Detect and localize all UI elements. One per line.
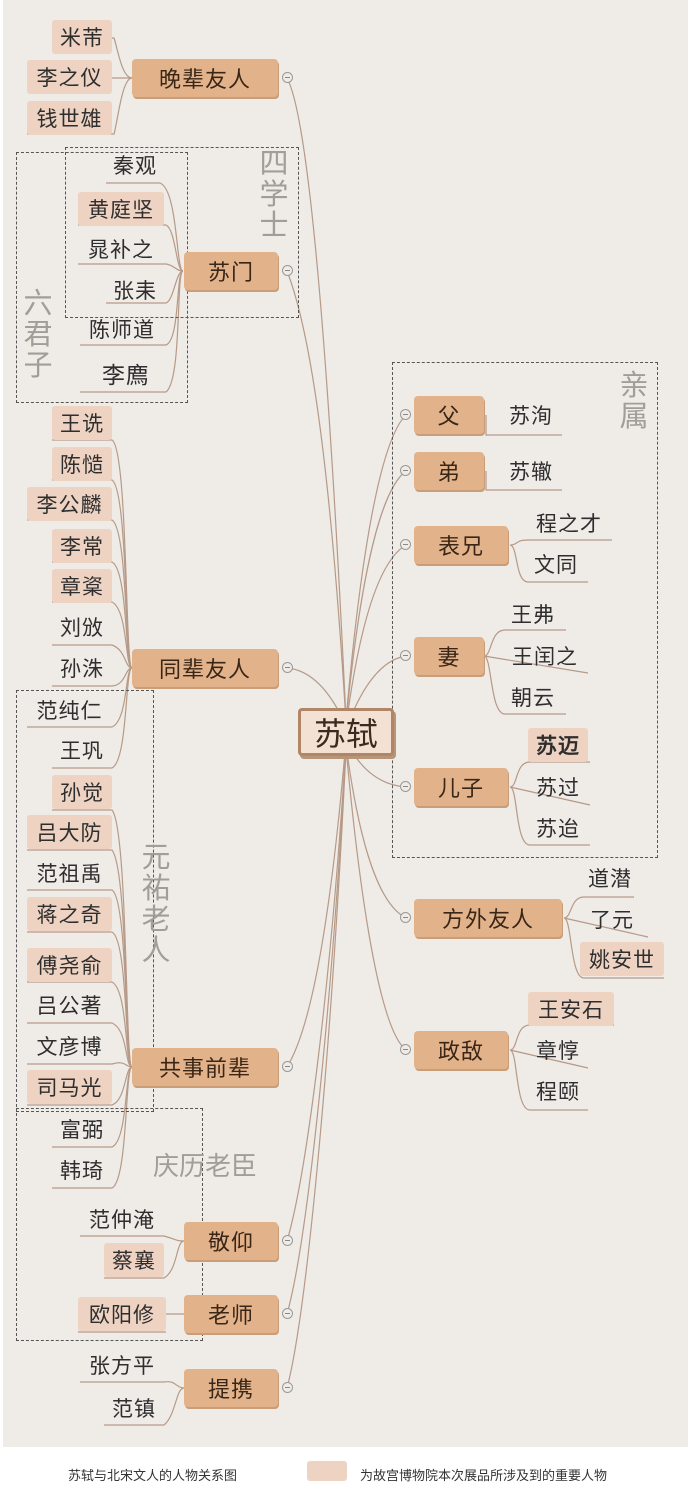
legend: 苏轼与北宋文人的人物关系图 为故宫博物院本次展品所涉及到的重要人物 xyxy=(0,1456,688,1492)
collapse-toggle-icon[interactable] xyxy=(282,265,293,276)
collapse-toggle-icon[interactable] xyxy=(400,465,411,476)
collapse-toggle-icon[interactable] xyxy=(282,1061,293,1072)
person-su-guo[interactable]: 苏过 xyxy=(536,776,580,800)
person-liu-ban[interactable]: 刘攽 xyxy=(60,616,104,640)
legend-caption: 苏轼与北宋文人的人物关系图 xyxy=(68,1469,238,1484)
group-box-yuanyou-elders xyxy=(16,690,154,1112)
person-qin-guan[interactable]: 秦观 xyxy=(113,154,157,178)
category-political-rivals[interactable]: 政敌 xyxy=(414,1031,508,1069)
person-lv-gongzhu[interactable]: 吕公著 xyxy=(36,994,103,1018)
collapse-toggle-icon[interactable] xyxy=(282,1382,293,1393)
category-cousin[interactable]: 表兄 xyxy=(414,526,508,564)
person-zhang-lei[interactable]: 张耒 xyxy=(113,279,157,303)
group-box-relatives xyxy=(392,362,658,858)
person-wang-runzhi[interactable]: 王闰之 xyxy=(512,645,578,669)
person-jiang-zhiqi[interactable]: 蒋之奇 xyxy=(27,897,112,931)
person-wang-gong[interactable]: 王巩 xyxy=(60,739,104,763)
person-han-qi[interactable]: 韩琦 xyxy=(60,1159,104,1183)
category-teacher[interactable]: 老师 xyxy=(184,1295,278,1333)
collapse-toggle-icon[interactable] xyxy=(282,1308,293,1319)
root-node-su-shi[interactable]: 苏轼 xyxy=(298,708,394,756)
collapse-toggle-icon[interactable] xyxy=(400,1044,411,1055)
person-fan-zuyu[interactable]: 范祖禹 xyxy=(36,862,103,886)
person-sun-zhu[interactable]: 孙洙 xyxy=(60,657,104,681)
group-label-qingli-ministers: 庆历老臣 xyxy=(152,1152,257,1182)
person-ouyang-xiu[interactable]: 欧阳修 xyxy=(78,1297,166,1331)
group-label-six-gentlemen: 六君子 xyxy=(23,286,53,382)
person-zhang-fangping[interactable]: 张方平 xyxy=(89,1354,155,1378)
person-zhang-dun[interactable]: 章惇 xyxy=(536,1039,580,1063)
category-junior-friends[interactable]: 晚辈友人 xyxy=(132,59,278,97)
person-lv-dafang[interactable]: 吕大防 xyxy=(27,815,112,849)
person-zhao-yun[interactable]: 朝云 xyxy=(511,686,555,710)
collapse-toggle-icon[interactable] xyxy=(282,1235,293,1246)
person-wen-yanbo[interactable]: 文彦博 xyxy=(36,1035,103,1059)
collapse-toggle-icon[interactable] xyxy=(282,662,293,673)
person-sun-jue[interactable]: 孙觉 xyxy=(52,775,112,809)
collapse-toggle-icon[interactable] xyxy=(400,539,411,550)
person-chao-buzhi[interactable]: 晁补之 xyxy=(88,238,154,262)
person-wang-anshi[interactable]: 王安石 xyxy=(528,992,614,1026)
category-admired[interactable]: 敬仰 xyxy=(184,1222,278,1260)
category-brother[interactable]: 弟 xyxy=(414,452,484,490)
category-su-school[interactable]: 苏门 xyxy=(184,252,278,290)
collapse-toggle-icon[interactable] xyxy=(400,650,411,661)
person-mi-fu[interactable]: 米芾 xyxy=(52,20,112,54)
person-fan-chunren[interactable]: 范纯仁 xyxy=(36,699,103,723)
person-wang-shen[interactable]: 王诜 xyxy=(52,406,112,440)
category-senior-colleagues[interactable]: 共事前辈 xyxy=(132,1048,278,1086)
person-cheng-yi[interactable]: 程颐 xyxy=(536,1080,580,1104)
person-dao-qian[interactable]: 道潜 xyxy=(588,867,632,891)
category-sons[interactable]: 儿子 xyxy=(414,768,508,806)
category-wife[interactable]: 妻 xyxy=(414,637,484,675)
legend-highlight-note: 为故宫博物院本次展品所涉及到的重要人物 xyxy=(360,1469,608,1484)
person-cheng-zhicai[interactable]: 程之才 xyxy=(536,512,602,536)
group-label-relatives: 亲属 xyxy=(619,368,649,433)
group-label-four-scholars: 四学士 xyxy=(259,146,289,242)
person-su-xun[interactable]: 苏洵 xyxy=(509,404,553,428)
person-cai-xiang[interactable]: 蔡襄 xyxy=(104,1243,164,1277)
person-liao-yuan[interactable]: 了元 xyxy=(590,908,634,932)
person-fu-yaoyu[interactable]: 傅尧俞 xyxy=(27,948,112,982)
category-patron[interactable]: 提携 xyxy=(184,1369,278,1407)
legend-highlight-swatch xyxy=(307,1461,347,1481)
person-su-dai[interactable]: 苏迨 xyxy=(536,817,580,841)
collapse-toggle-icon[interactable] xyxy=(400,912,411,923)
category-father[interactable]: 父 xyxy=(414,396,484,434)
category-religious-friends[interactable]: 方外友人 xyxy=(414,899,562,937)
person-fu-bi[interactable]: 富弼 xyxy=(60,1118,104,1142)
person-fan-zhen[interactable]: 范镇 xyxy=(112,1397,156,1421)
person-chen-shidao[interactable]: 陈师道 xyxy=(89,318,155,342)
person-chen-zao[interactable]: 陈慥 xyxy=(52,447,112,481)
person-li-zhi[interactable]: 李廌 xyxy=(102,363,150,389)
collapse-toggle-icon[interactable] xyxy=(400,409,411,420)
person-li-gonglin[interactable]: 李公麟 xyxy=(27,487,112,521)
collapse-toggle-icon[interactable] xyxy=(400,781,411,792)
person-li-zhiyi[interactable]: 李之仪 xyxy=(27,60,112,94)
person-fan-zhongyan[interactable]: 范仲淹 xyxy=(89,1208,155,1232)
collapse-toggle-icon[interactable] xyxy=(282,72,293,83)
person-yao-anshi[interactable]: 姚安世 xyxy=(580,942,664,976)
group-label-yuanyou-elders: 元祐老人 xyxy=(141,840,171,967)
person-sima-guang[interactable]: 司马光 xyxy=(27,1070,112,1104)
group-box-four-scholars xyxy=(65,147,299,318)
person-huang-tingjian[interactable]: 黄庭坚 xyxy=(78,192,164,226)
person-su-zhe[interactable]: 苏辙 xyxy=(509,460,553,484)
person-qian-shixiong[interactable]: 钱世雄 xyxy=(27,101,112,135)
person-wang-fu[interactable]: 王弗 xyxy=(511,603,555,627)
person-li-chang[interactable]: 李常 xyxy=(52,529,112,563)
person-zhang-jie[interactable]: 章楶 xyxy=(52,569,112,603)
category-peer-friends[interactable]: 同辈友人 xyxy=(132,649,278,687)
person-wen-tong[interactable]: 文同 xyxy=(534,553,578,577)
person-su-mai[interactable]: 苏迈 xyxy=(528,728,588,762)
